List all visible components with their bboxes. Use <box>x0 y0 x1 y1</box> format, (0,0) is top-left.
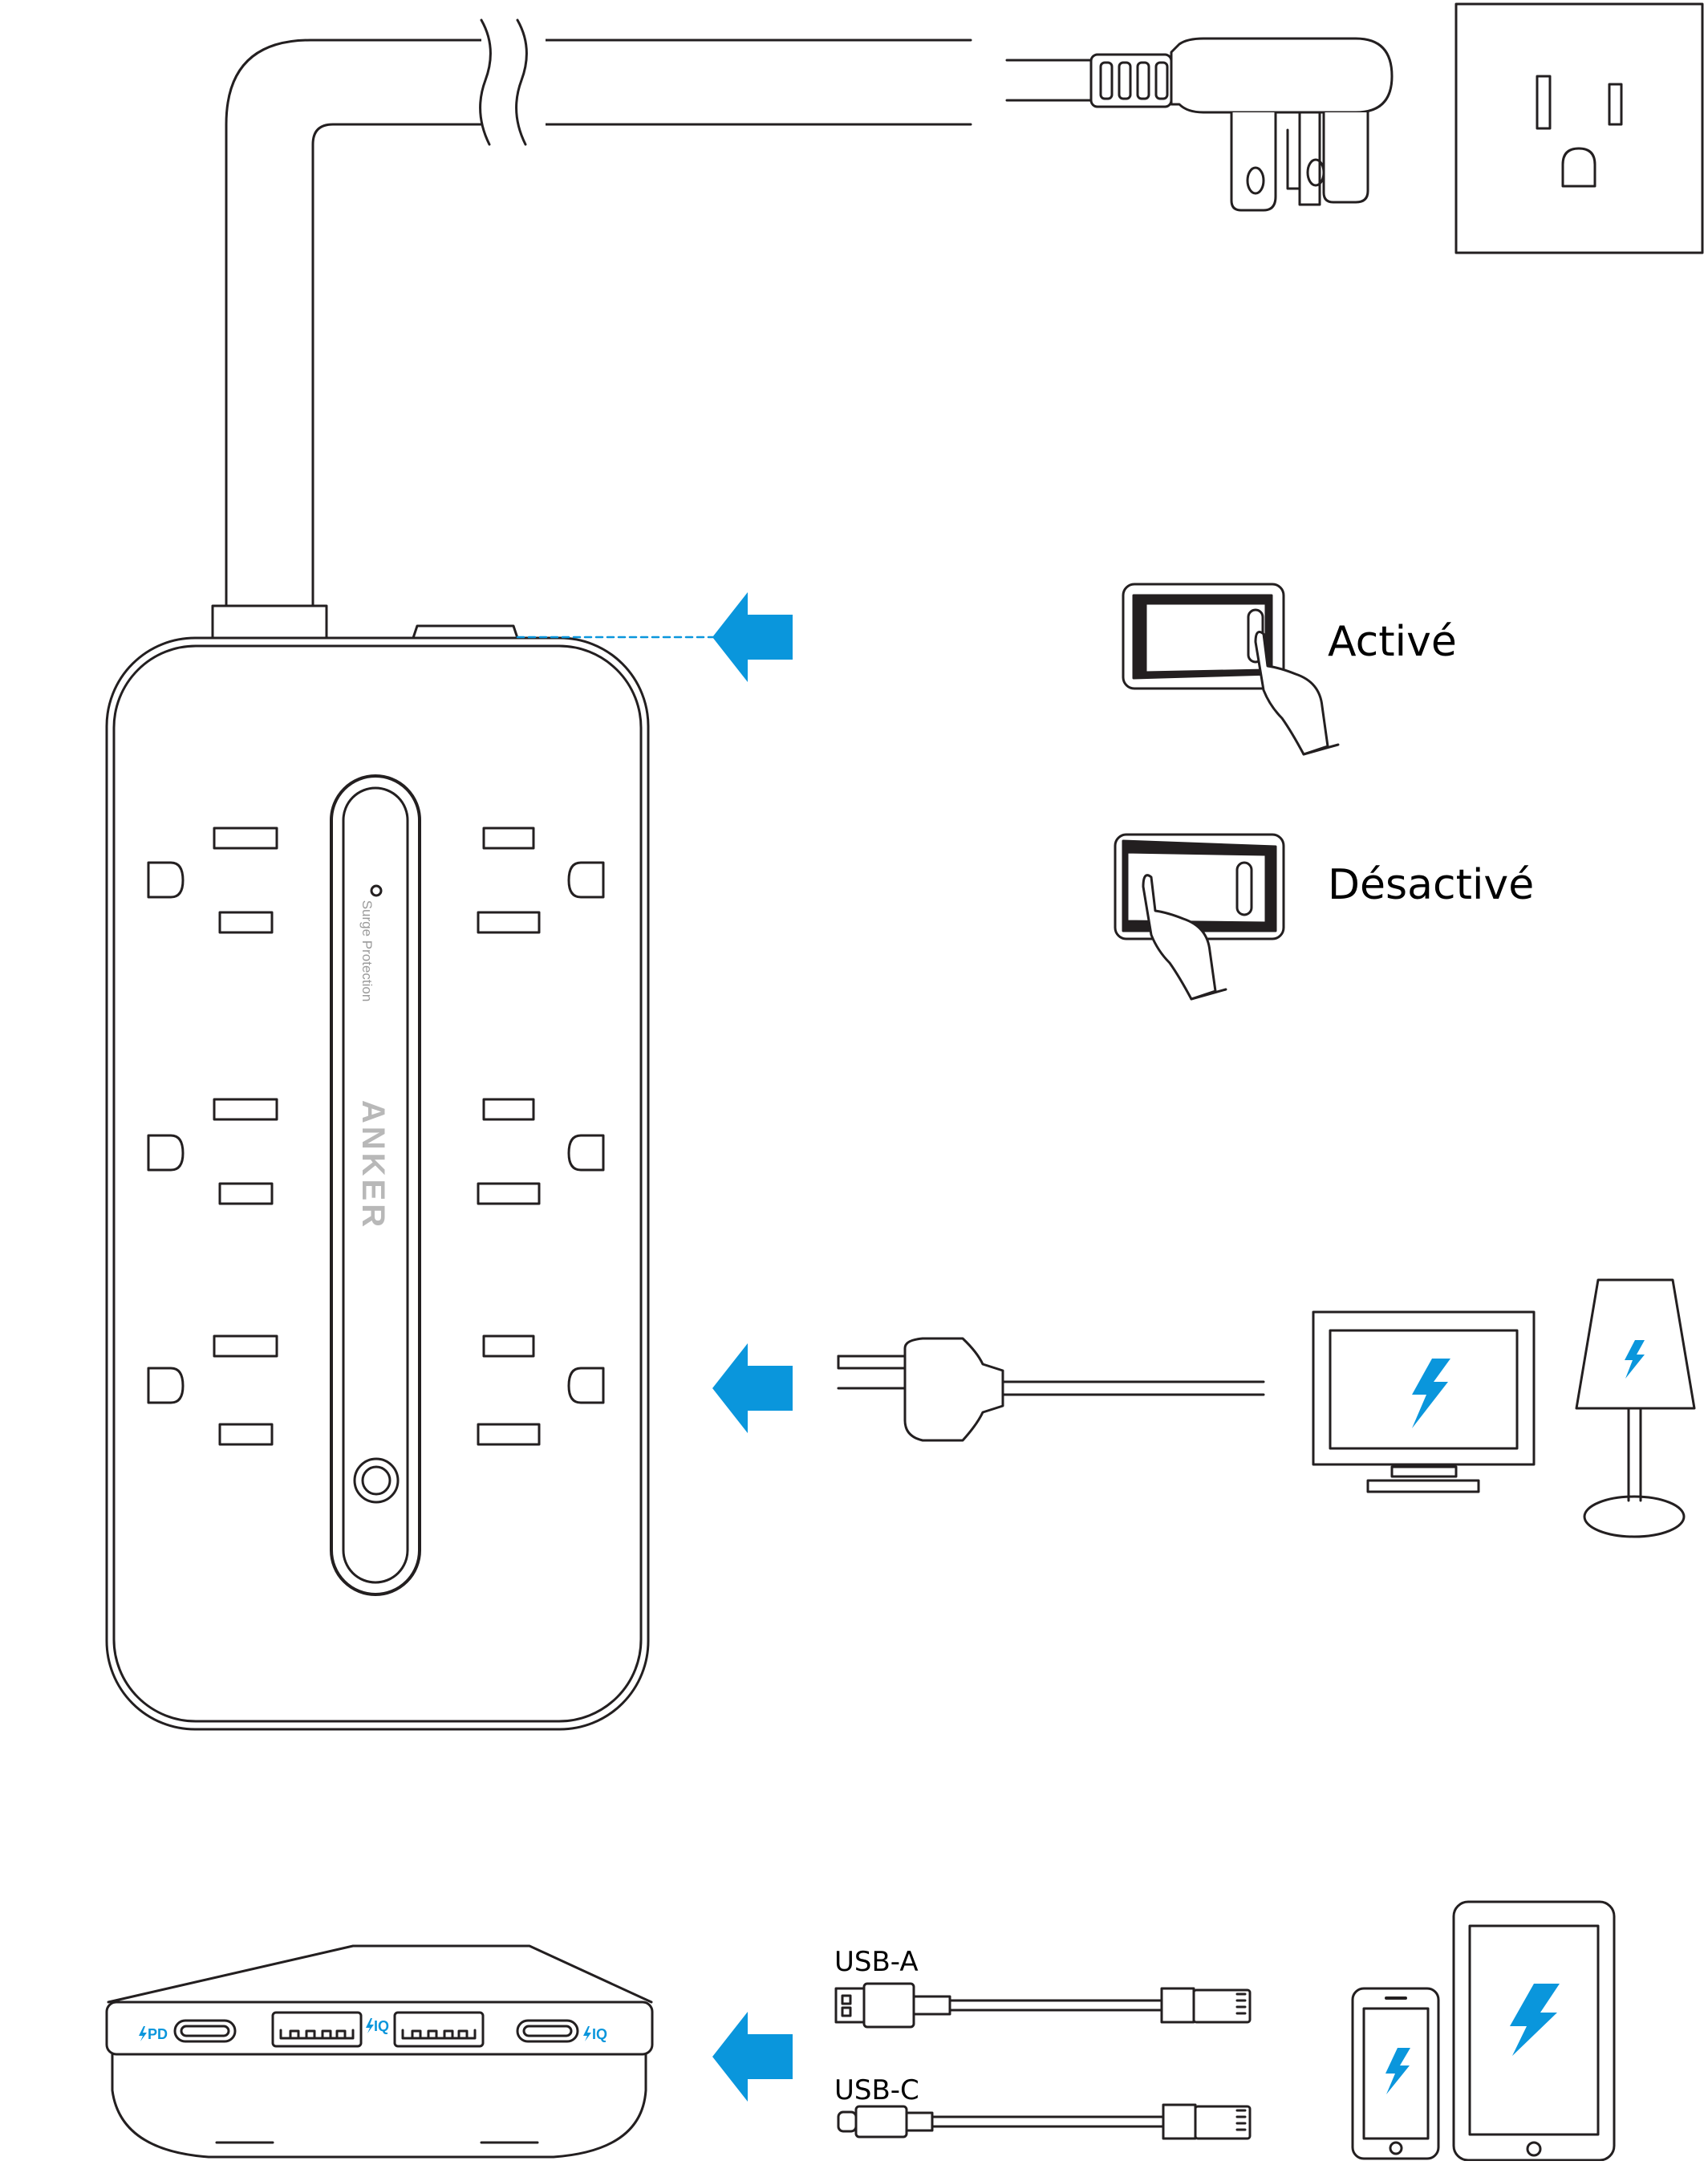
iq-label-2: IQ <box>592 2026 607 2042</box>
wall-outlet-icon <box>1454 2 1704 254</box>
power-strip <box>105 624 650 1731</box>
outlet-right-3 <box>477 1334 605 1446</box>
port-labels: PD IQ IQ <box>139 2018 607 2042</box>
usb-c-cable-icon <box>837 2103 1252 2140</box>
usb-c-label: USB-C <box>834 2074 919 2106</box>
outlet-right-2 <box>477 1098 605 1205</box>
iq-label-1: IQ <box>374 2018 389 2034</box>
lightning-icon <box>1625 1340 1645 1379</box>
switch-off-label: Désactivé <box>1328 861 1535 909</box>
arrow-left-icon <box>712 2012 793 2102</box>
hand-pointer-icon <box>1142 874 1227 1001</box>
power-strip-front-view <box>105 1944 654 2159</box>
rocker-switch-off-icon <box>1114 833 1285 940</box>
power-cord <box>211 16 972 640</box>
switch-on-label: Activé <box>1328 618 1457 666</box>
plug-icon <box>837 1337 1265 1442</box>
phone-icon <box>1351 1987 1440 2160</box>
monitor-icon <box>1312 1310 1536 1493</box>
pd-label: PD <box>148 2026 168 2042</box>
usb-a-cable-icon <box>834 1982 1252 2029</box>
bolt-mini-icon <box>583 2026 591 2041</box>
surge-protection-label: Surge Protection <box>359 900 375 1002</box>
brand-logo: ANKER <box>355 1100 391 1230</box>
arrow-left-icon <box>712 592 793 682</box>
flat-plug-icon <box>1005 37 1394 212</box>
outlet-left-1 <box>147 827 278 934</box>
bolt-mini-icon <box>366 2018 374 2033</box>
outlet-right-1 <box>477 827 605 934</box>
tablet-icon <box>1452 1900 1616 2162</box>
usb-a-label: USB-A <box>834 1946 919 1978</box>
hand-pointer-icon <box>1254 631 1340 756</box>
arrow-left-icon <box>712 1343 793 1433</box>
outlet-left-2 <box>147 1098 278 1205</box>
bolt-mini-icon <box>139 2026 147 2041</box>
lamp-icon <box>1575 1278 1696 1538</box>
lightning-icon <box>1385 2048 1410 2094</box>
lightning-icon <box>1412 1359 1450 1428</box>
lightning-icon <box>1510 1984 1560 2056</box>
outlet-left-3 <box>147 1334 278 1446</box>
